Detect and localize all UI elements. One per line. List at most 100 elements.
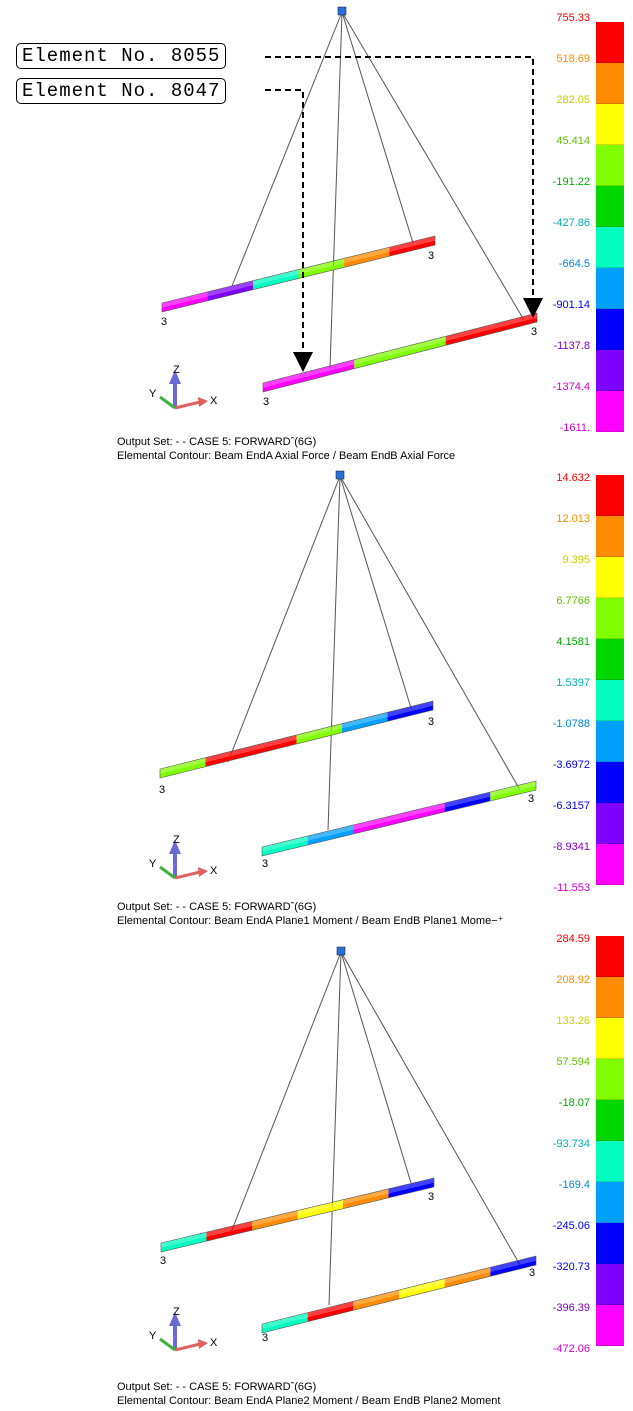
color-scale-bar: [596, 936, 624, 1346]
color-scale-segment: [596, 557, 624, 598]
callout-arrows: [265, 56, 534, 355]
axis-triad-icon: [159, 1312, 208, 1352]
legend-value: -664.5: [558, 258, 590, 270]
beam-segment: [344, 247, 390, 263]
beam-segment: [206, 1221, 252, 1237]
color-scale-segment: [596, 268, 624, 309]
beam-segment: [296, 728, 342, 744]
legend-value: 9.395: [562, 554, 590, 566]
beam-segment: [263, 371, 309, 388]
beam-segment: [389, 240, 435, 257]
contour-label: Elemental Contour: Beam EndA Axial Force…: [117, 450, 456, 462]
axis-x-label: X: [210, 1337, 218, 1349]
color-scale-segment: [596, 22, 624, 63]
rear-beam: [161, 235, 436, 313]
beam-segment: [251, 735, 297, 751]
output-set-label: Output Set: - - CASE 5: FORWARDˆ(6G): [117, 901, 317, 913]
output-set-label: Output Set: - - CASE 5: FORWARDˆ(6G): [117, 1381, 317, 1393]
legend-value: 4.1581: [556, 636, 590, 648]
color-scale-segment: [596, 598, 624, 639]
beam-segment: [296, 723, 342, 740]
beam-segment: [353, 1290, 399, 1306]
beam-segment: [388, 1182, 434, 1198]
beam-segment: [262, 1317, 308, 1333]
axis-triad-icon: [159, 840, 208, 880]
beam-segment: [205, 750, 251, 767]
beam-segment: [253, 269, 299, 286]
beam-segment: [444, 1271, 491, 1288]
color-scale-segment: [596, 1141, 624, 1182]
hook-node-icon: [337, 6, 347, 16]
legend-value: -320.73: [552, 1261, 590, 1273]
color-scale-segment: [596, 309, 624, 350]
beam-segment: [445, 329, 492, 346]
color-scale-segment: [596, 1100, 624, 1141]
beam-segment: [444, 1267, 491, 1284]
beam-segment: [400, 336, 446, 353]
color-scale-segment: [596, 762, 624, 803]
panel-axial-force: Element No. 8055 Element No. 8047 3 3 3 …: [0, 0, 633, 468]
beam-segment: [354, 352, 400, 369]
axis-y-label: Y: [149, 388, 157, 400]
axis-triad-icon: [159, 370, 208, 410]
beam-segment: [206, 1225, 252, 1242]
color-scale-segment: [596, 145, 624, 186]
beam-segment: [252, 1215, 298, 1231]
legend-value: 133.26: [556, 1015, 590, 1027]
callout-element-8047: Element No. 8047: [16, 78, 227, 104]
axis-x-label: X: [210, 865, 218, 877]
beam-segment: [344, 251, 390, 268]
beam-segment: [162, 296, 208, 312]
legend-value: -8.9341: [552, 841, 590, 853]
legend-value: -3.6972: [552, 759, 590, 771]
beam-segment: [298, 258, 344, 274]
node-label: 3: [262, 1332, 269, 1344]
node-label: 3: [529, 1267, 536, 1279]
beam-segment: [253, 274, 299, 290]
arrowhead-8047-icon: [293, 352, 313, 372]
cable-lines: [231, 11, 525, 369]
legend-value: -191.22: [552, 176, 590, 188]
model-view: [159, 6, 543, 410]
beam-segment: [353, 814, 399, 830]
axis-z-label: Z: [173, 834, 180, 846]
beam-segment: [297, 1199, 343, 1215]
legend-value: -1374.4: [552, 381, 590, 393]
legend-value: 6.7766: [556, 595, 590, 607]
beam-segment: [399, 1283, 445, 1299]
node-label: 3: [428, 250, 435, 262]
beam-segment: [307, 1305, 354, 1322]
beam-segment: [343, 1193, 389, 1209]
legend-value: 755.33: [556, 12, 590, 24]
legend-value: 45.414: [556, 135, 590, 147]
beam-outline: [159, 700, 434, 779]
rear-beam: [159, 700, 434, 779]
color-scale-segment: [596, 63, 624, 104]
beam-segment: [399, 807, 445, 823]
legend-value: 14.632: [556, 472, 590, 484]
beam-segment: [207, 285, 253, 301]
beam-segment: [389, 236, 435, 252]
legend-value: 57.594: [556, 1056, 590, 1068]
beam-segment: [354, 348, 400, 365]
node-label: 3: [428, 1191, 435, 1203]
cable-lines: [229, 951, 521, 1306]
color-scale-segment: [596, 721, 624, 762]
beam-segment: [444, 792, 491, 808]
legend-value: -11.553: [553, 882, 591, 894]
color-scale-segment: [596, 516, 624, 557]
beam-outline: [261, 780, 537, 857]
color-scale-segment: [596, 977, 624, 1018]
beam-segment: [161, 1236, 207, 1252]
color-scale-segment: [596, 1305, 624, 1346]
legend-value: -1611.: [559, 422, 590, 434]
node-label: 3: [161, 316, 168, 328]
beam-segment: [387, 705, 433, 722]
legend-value: 12.013: [556, 513, 590, 525]
legend-value: 282.05: [556, 94, 590, 106]
legend-value: 208.92: [556, 974, 590, 986]
beam-segment: [252, 1210, 298, 1226]
beam-outline: [160, 1177, 435, 1253]
beam-segment: [387, 701, 433, 717]
beam-segment: [262, 840, 308, 856]
